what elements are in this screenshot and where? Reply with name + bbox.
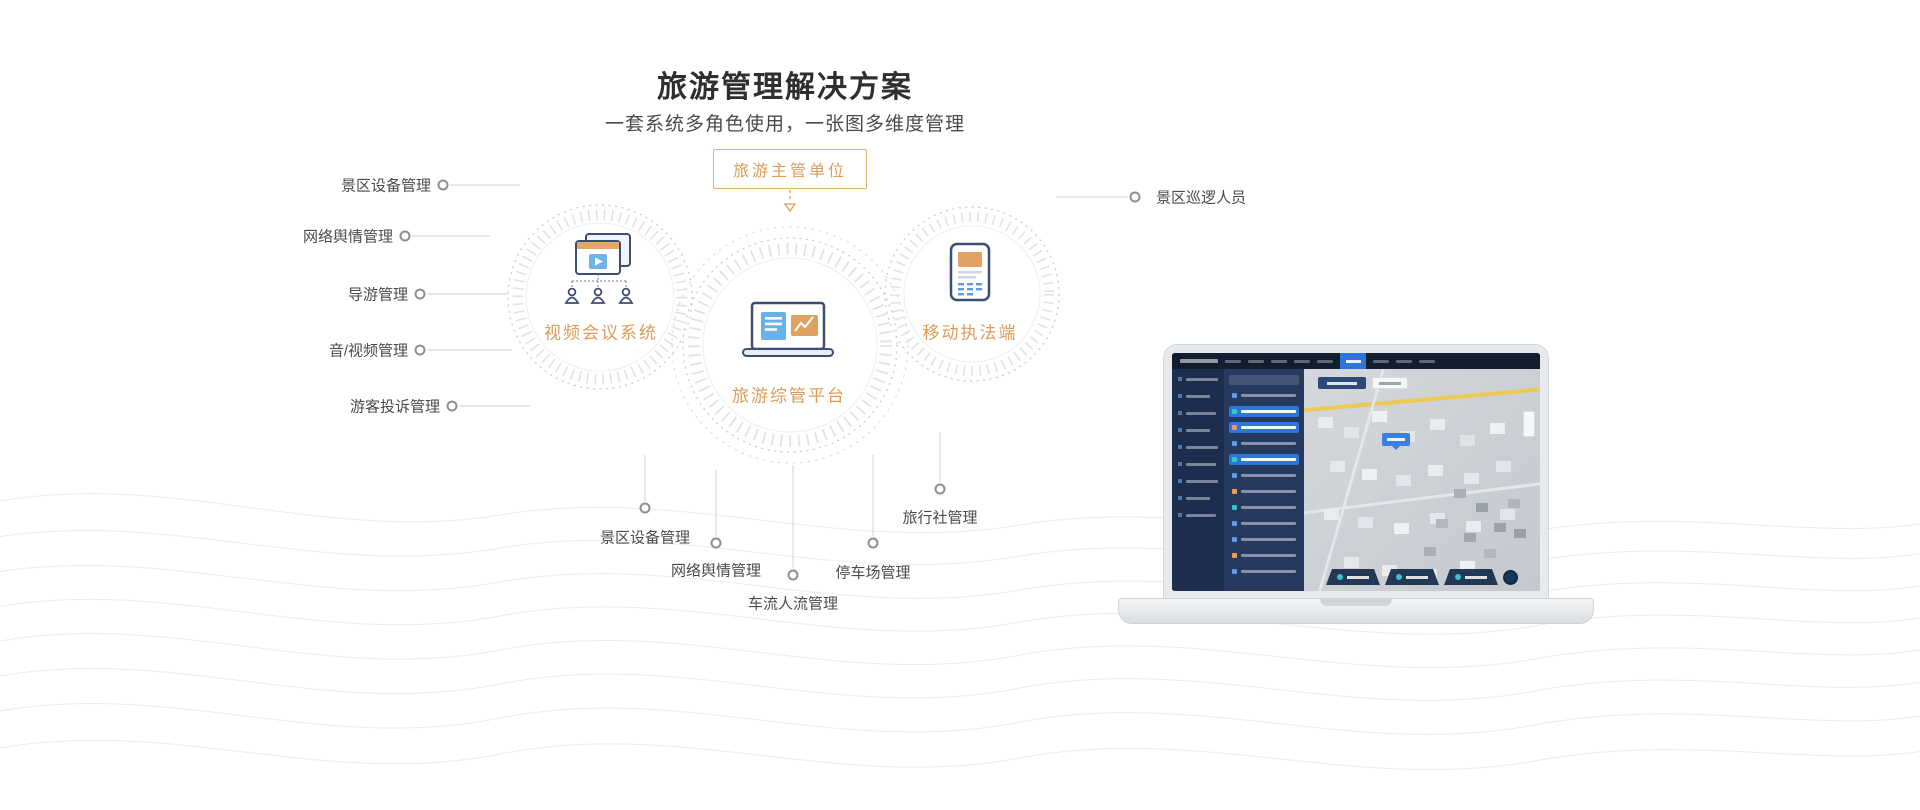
dashboard-preview	[1172, 353, 1540, 591]
dashboard-topbar	[1172, 353, 1540, 369]
map-button-dark	[1318, 377, 1366, 389]
left-label-device-management: 景区设备管理	[340, 177, 431, 195]
bottom-label-public-opinion: 网络舆情管理	[670, 562, 762, 580]
bottom-label-traffic-flow: 车流人流管理	[747, 595, 839, 613]
left-label-av-management: 音/视频管理	[328, 342, 408, 360]
dashboard-layer-panel	[1224, 369, 1304, 591]
laptop-mockup	[1118, 344, 1594, 626]
laptop-base	[1118, 598, 1594, 624]
page-subtitle: 一套系统多角色使用，一张图多维度管理	[604, 114, 966, 135]
video-node-ring	[507, 204, 693, 390]
map-tab	[1326, 569, 1380, 585]
platform-node-ring	[671, 226, 909, 464]
bottom-label-travel-agency: 旅行社管理	[902, 509, 978, 527]
laptop-dashboard-icon	[742, 301, 834, 357]
map-buildings-dark	[1454, 489, 1466, 498]
connector-dots	[399, 179, 1141, 581]
dashboard-body	[1172, 369, 1540, 591]
dashboard-sidebar	[1172, 369, 1224, 591]
mobile-node-ring	[884, 206, 1060, 382]
left-label-complaint-management: 游客投诉管理	[349, 398, 440, 416]
dashboard-active-tab	[1340, 353, 1366, 369]
mobile-device-icon	[949, 242, 991, 302]
map-zoom-control	[1523, 411, 1535, 437]
node-label-video-conference: 视频会议系统	[544, 323, 658, 343]
map-compass-icon	[1503, 569, 1518, 585]
map-tab	[1385, 569, 1439, 585]
left-label-guide-management: 导游管理	[347, 286, 408, 304]
connector-lines	[412, 184, 1128, 568]
map-road	[1304, 477, 1540, 516]
map-button-light	[1372, 377, 1408, 389]
background-waves	[0, 493, 1920, 771]
map-marker	[1382, 433, 1410, 450]
dashboard-logo	[1180, 359, 1218, 363]
video-conference-icon	[564, 233, 634, 304]
authority-box: 旅游主管单位	[712, 149, 868, 189]
map-bottom-tabs	[1326, 569, 1518, 585]
page-title: 旅游管理解决方案	[657, 71, 913, 105]
bottom-label-device-management: 景区设备管理	[599, 529, 691, 547]
map-road-yellow	[1304, 384, 1540, 414]
dashboard-map	[1304, 369, 1540, 591]
node-label-platform: 旅游综管平台	[732, 386, 846, 406]
map-buildings-light	[1318, 417, 1333, 428]
node-label-mobile: 移动执法端	[922, 323, 1018, 343]
authority-arrow-icon	[783, 190, 797, 213]
left-label-public-opinion: 网络舆情管理	[302, 228, 393, 246]
right-label-patrol-staff: 景区巡逻人员	[1156, 189, 1247, 207]
map-tab	[1444, 569, 1498, 585]
laptop-screen	[1163, 344, 1549, 600]
bottom-label-parking: 停车场管理	[835, 564, 911, 582]
